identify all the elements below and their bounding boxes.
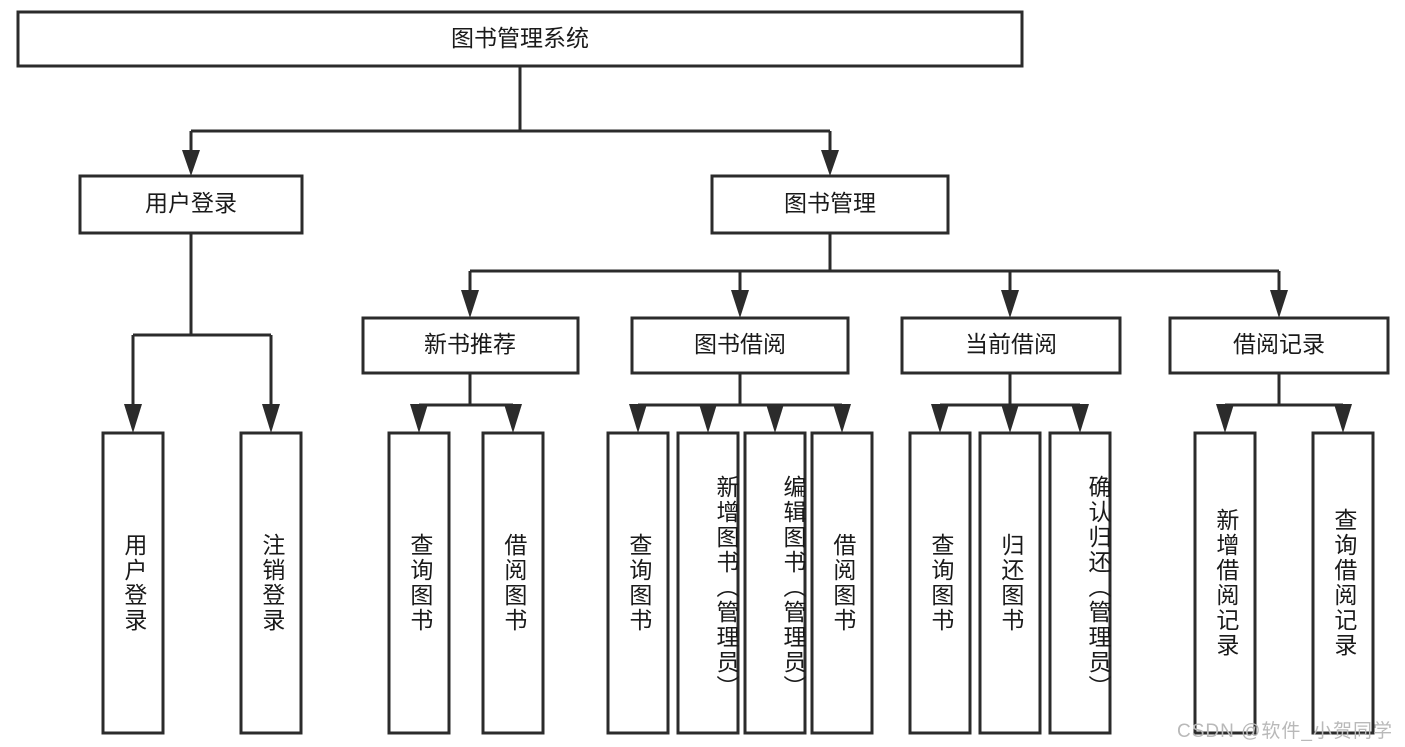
- leaf-box-nb-query-book[interactable]: [387, 431, 451, 735]
- leaf-box-user-login[interactable]: [101, 431, 165, 735]
- arrow-book-manage: [821, 150, 839, 176]
- node-root-box[interactable]: [16, 10, 1024, 68]
- arrow-leaf-nb-borrow: [504, 404, 522, 433]
- leaf-box-nb-borrow-book[interactable]: [481, 431, 545, 735]
- leaf-box-cb-query-book[interactable]: [908, 431, 972, 735]
- node-root-label: 图书管理系统: [451, 25, 589, 51]
- arrow-leaf-logout: [262, 404, 280, 433]
- arrow-leaf-bb-edit: [766, 404, 784, 433]
- node-book-borrow-box[interactable]: [630, 316, 850, 375]
- arrow-leaf-br-query: [1334, 404, 1352, 433]
- arrow-leaf-cb-confirm: [1071, 404, 1089, 433]
- arrow-new-book: [461, 290, 479, 318]
- arrow-leaf-cb-query: [931, 404, 949, 433]
- arrow-borrow-record: [1270, 290, 1288, 318]
- arrow-book-borrow: [731, 290, 749, 318]
- leaf-box-cb-return-book[interactable]: [978, 431, 1042, 735]
- node-book-manage-box[interactable]: [710, 174, 950, 235]
- node-new-book-label: 新书推荐: [424, 331, 516, 357]
- leaf-box-cb-confirm-return[interactable]: [1048, 431, 1112, 735]
- node-current-borrow-label: 当前借阅: [965, 331, 1057, 357]
- connector-layer: [124, 66, 1352, 433]
- arrow-leaf-bb-borrow: [833, 404, 851, 433]
- arrow-leaf-bb-query: [629, 404, 647, 433]
- arrow-leaf-nb-query: [410, 404, 428, 433]
- node-current-borrow-box[interactable]: [900, 316, 1122, 375]
- arrow-user-login: [182, 150, 200, 176]
- arrow-leaf-br-add: [1216, 404, 1234, 433]
- node-borrow-record-label: 借阅记录: [1233, 331, 1325, 357]
- arrow-leaf-user-login: [124, 404, 142, 433]
- node-user-login-box[interactable]: [78, 174, 304, 235]
- node-user-login-label: 用户登录: [145, 190, 237, 216]
- leaf-box-bb-edit-book[interactable]: [743, 431, 807, 735]
- arrow-leaf-bb-add: [699, 404, 717, 433]
- node-book-manage-label: 图书管理: [784, 190, 876, 216]
- leaf-box-bb-add-book[interactable]: [676, 431, 740, 735]
- node-book-borrow-label: 图书借阅: [694, 331, 786, 357]
- arrow-leaf-cb-return: [1001, 404, 1019, 433]
- node-new-book-box[interactable]: [361, 316, 580, 375]
- leaf-box-logout[interactable]: [239, 431, 303, 735]
- leaf-box-bb-borrow-book[interactable]: [810, 431, 874, 735]
- node-borrow-record-box[interactable]: [1168, 316, 1390, 375]
- leaf-box-bb-query-book[interactable]: [606, 431, 670, 735]
- leaf-box-br-add-record[interactable]: [1193, 431, 1257, 735]
- watermark-text: CSDN @软件_小贺同学: [1177, 721, 1393, 742]
- node-layer: 图书管理系统 用户登录 图书管理 新书推荐 图书借阅 当前借阅 借阅记录: [16, 10, 1390, 735]
- arrow-current-borrow: [1001, 290, 1019, 318]
- leaf-box-br-query-record[interactable]: [1311, 431, 1375, 735]
